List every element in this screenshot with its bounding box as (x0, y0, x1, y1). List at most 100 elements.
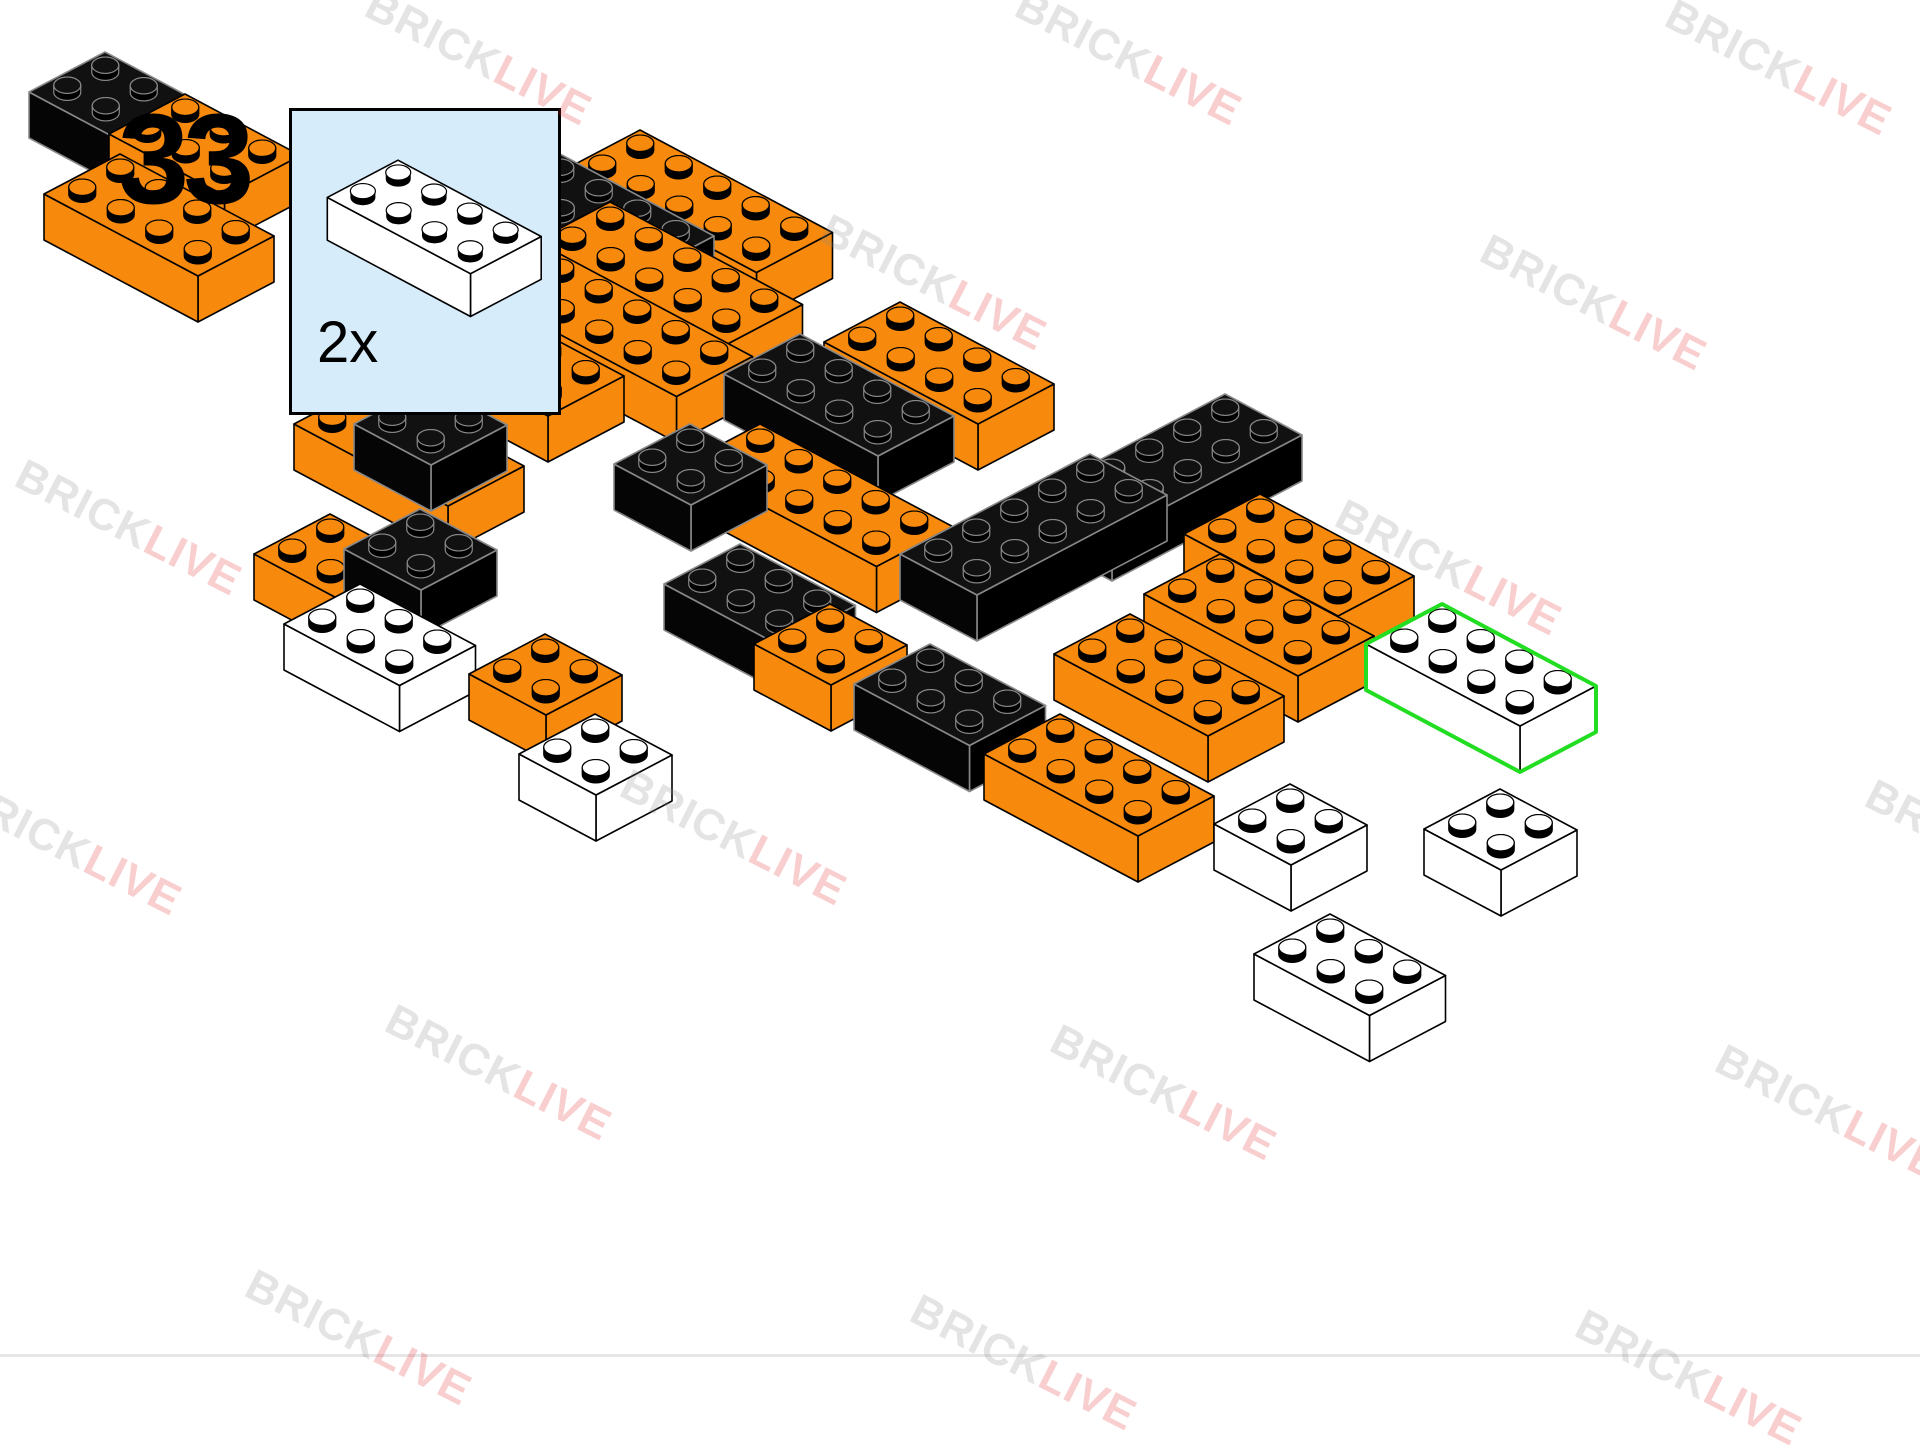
stud (623, 299, 652, 325)
stud (1231, 679, 1260, 705)
stud (626, 134, 655, 160)
stud (1193, 659, 1222, 685)
stud (444, 533, 473, 559)
stud (634, 226, 663, 252)
stud (581, 758, 610, 784)
stud (406, 513, 435, 539)
stud (1390, 628, 1419, 654)
stud (1284, 518, 1313, 544)
stud (688, 568, 717, 594)
stud (1321, 619, 1350, 645)
stud (661, 319, 690, 345)
brick-white-paw-front (1253, 913, 1447, 1063)
stud (1355, 979, 1384, 1005)
stud (584, 278, 613, 304)
stud (623, 339, 652, 365)
stud (316, 518, 345, 544)
stud (68, 178, 97, 204)
stud (916, 648, 945, 674)
stud (1001, 367, 1030, 393)
stud (596, 246, 625, 272)
stud (786, 338, 815, 364)
stud (962, 518, 991, 544)
stud (171, 98, 200, 124)
stud (726, 548, 755, 574)
tiger-model-assembly (28, 51, 1598, 1063)
stud (1084, 738, 1113, 764)
stud (664, 154, 693, 180)
stud (221, 219, 250, 245)
stud (1085, 779, 1114, 805)
brick-orange-rear-2 (1143, 553, 1375, 723)
stud (384, 608, 413, 634)
stud (346, 588, 375, 614)
stud (1123, 799, 1152, 825)
stud (1038, 518, 1067, 544)
stud (209, 118, 238, 144)
stud (1448, 813, 1477, 839)
stud (673, 247, 702, 273)
part-quantity: 2x (317, 310, 379, 375)
stud (1116, 618, 1145, 644)
stud (676, 468, 705, 494)
stud (53, 76, 82, 102)
stud (924, 538, 953, 564)
stud (1466, 628, 1495, 654)
stud (963, 387, 992, 413)
stud (993, 689, 1022, 715)
stud (742, 236, 771, 262)
stud (825, 399, 854, 425)
stud (1278, 938, 1307, 964)
stud (963, 347, 992, 373)
stud (886, 306, 915, 332)
stud (493, 658, 522, 684)
stud (1046, 758, 1075, 784)
stud (746, 428, 775, 454)
stud (1316, 918, 1345, 944)
stud (106, 198, 135, 224)
stud (144, 178, 173, 204)
stud (543, 738, 572, 764)
stud (861, 489, 890, 515)
stud (954, 668, 983, 694)
stud (316, 558, 345, 584)
stud (703, 175, 732, 201)
stud (1076, 498, 1105, 524)
stud (91, 96, 120, 122)
stud (1285, 559, 1314, 585)
stud (106, 158, 135, 184)
stud (748, 358, 777, 384)
step-number: 33 (118, 88, 254, 231)
stud (368, 533, 397, 559)
stud (183, 199, 212, 225)
stud (778, 628, 807, 654)
stud (1314, 808, 1343, 834)
stud (900, 510, 929, 536)
stud (878, 668, 907, 694)
stud (1428, 648, 1457, 674)
brick-black-mid (723, 333, 955, 503)
stud (700, 340, 729, 366)
stud (638, 448, 667, 474)
stud (673, 287, 702, 313)
stud (1505, 649, 1534, 675)
stud (816, 608, 845, 634)
stud (171, 138, 200, 164)
stud (750, 288, 779, 314)
stud (1008, 738, 1037, 764)
stud (1161, 779, 1190, 805)
stud (785, 489, 814, 515)
stud (1246, 538, 1275, 564)
brick-white-new-highlighted (1364, 602, 1598, 774)
stud (848, 326, 877, 352)
stud (662, 360, 691, 386)
page-edge-line (0, 1354, 1920, 1357)
stud (1486, 793, 1515, 819)
brick-orange-tail-lower (43, 153, 275, 323)
stud (406, 553, 435, 579)
stud (346, 628, 375, 654)
stud (1238, 808, 1267, 834)
stud (1206, 558, 1235, 584)
stud (726, 588, 755, 614)
stud (711, 267, 740, 293)
